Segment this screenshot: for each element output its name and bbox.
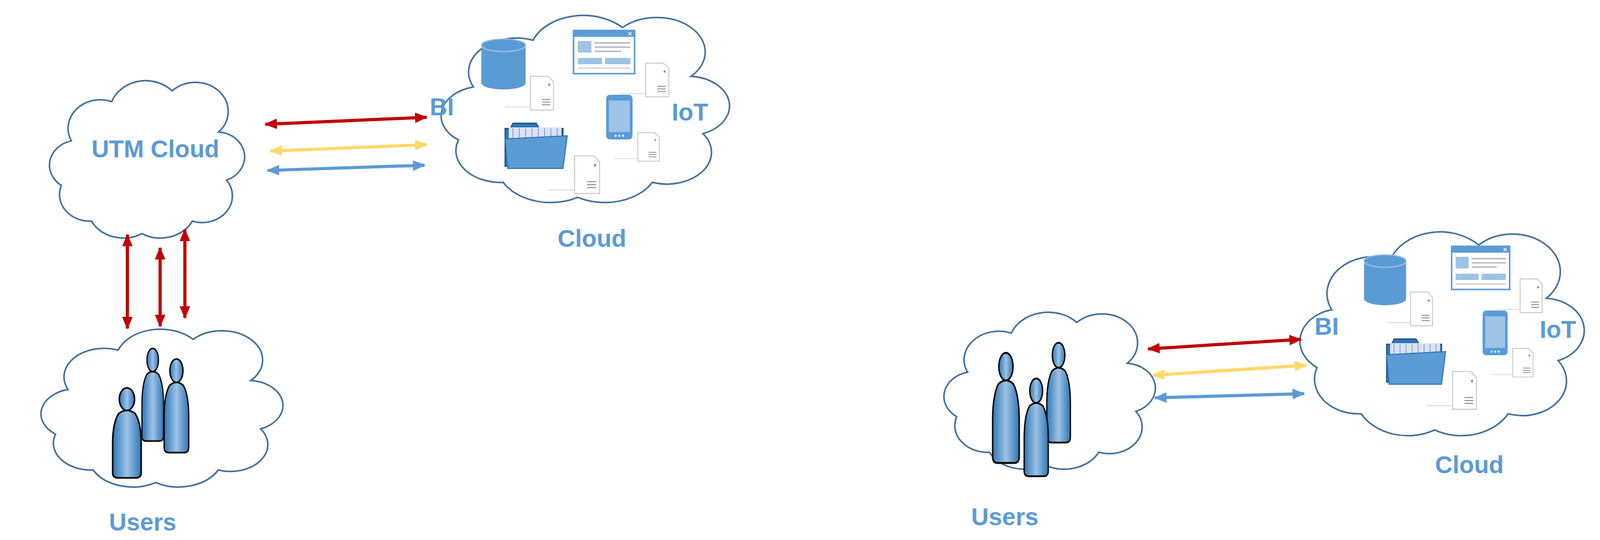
cloud-services-icons (1364, 246, 1543, 410)
data-flow-arrow (1154, 393, 1305, 399)
node-label: Cloud (557, 226, 627, 251)
cloud-node: BIIoTCloud (428, 2, 727, 215)
data-flow-arrow (183, 229, 187, 319)
data-flow-arrow (158, 248, 162, 327)
cloud-outline (49, 80, 245, 239)
node-label: BI (429, 94, 454, 120)
cloud-outline (943, 312, 1155, 470)
data-flow-arrow (1152, 365, 1307, 376)
user-figure (164, 359, 190, 453)
cloud-services-icons (481, 30, 669, 194)
user-figure (1047, 342, 1071, 443)
node-label: IoT (1539, 317, 1577, 342)
cloud-node: Users (934, 301, 1154, 480)
node-label: Users (109, 510, 177, 535)
node-label: IoT (672, 100, 709, 125)
user-figure (1024, 378, 1049, 477)
data-flow-arrow (125, 234, 130, 329)
node-label: Users (971, 505, 1039, 530)
data-flow-arrow (1148, 339, 1301, 350)
data-flow-arrow (267, 165, 425, 171)
node-label: Cloud (1435, 452, 1504, 478)
cloud-node: UTM Cloud (41, 69, 243, 249)
node-label: UTM Cloud (91, 136, 220, 162)
user-figure (141, 348, 164, 442)
cloud-node: BIIoTCloud (1287, 217, 1582, 449)
user-figure (992, 352, 1020, 463)
cloud-node: Users (30, 318, 281, 498)
data-flow-arrow (270, 144, 427, 152)
cloud-outline (441, 15, 730, 203)
cloud-outline (30, 318, 281, 498)
data-flow-arrow (265, 117, 427, 125)
node-label: BI (1314, 314, 1339, 339)
cloud-outline (41, 329, 283, 488)
cloud-outline (1299, 232, 1585, 437)
cloud-outline (934, 301, 1154, 480)
user-figure (112, 388, 142, 479)
